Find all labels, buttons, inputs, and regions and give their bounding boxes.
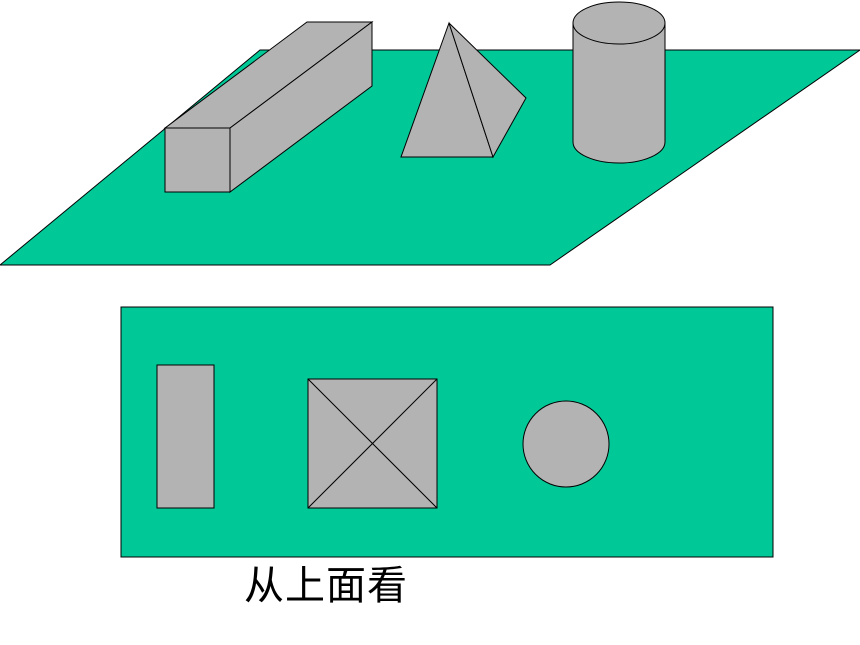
perspective-view xyxy=(0,1,860,266)
square-diagonal-2 xyxy=(307,378,438,509)
pyramid-side-face xyxy=(448,22,527,159)
prism-front-face xyxy=(164,127,231,193)
top-view xyxy=(120,306,774,558)
view-caption: 从上面看 xyxy=(244,563,408,609)
top-view-ground xyxy=(120,306,774,558)
cylinder-top xyxy=(572,1,666,45)
pyramid xyxy=(400,21,527,159)
rectangular-prism xyxy=(163,21,374,193)
cylinder-body xyxy=(572,22,666,164)
top-view-square-with-diagonals xyxy=(307,378,438,509)
top-view-rectangle xyxy=(156,364,215,509)
top-view-circle xyxy=(522,400,610,488)
cylinder xyxy=(572,1,666,164)
